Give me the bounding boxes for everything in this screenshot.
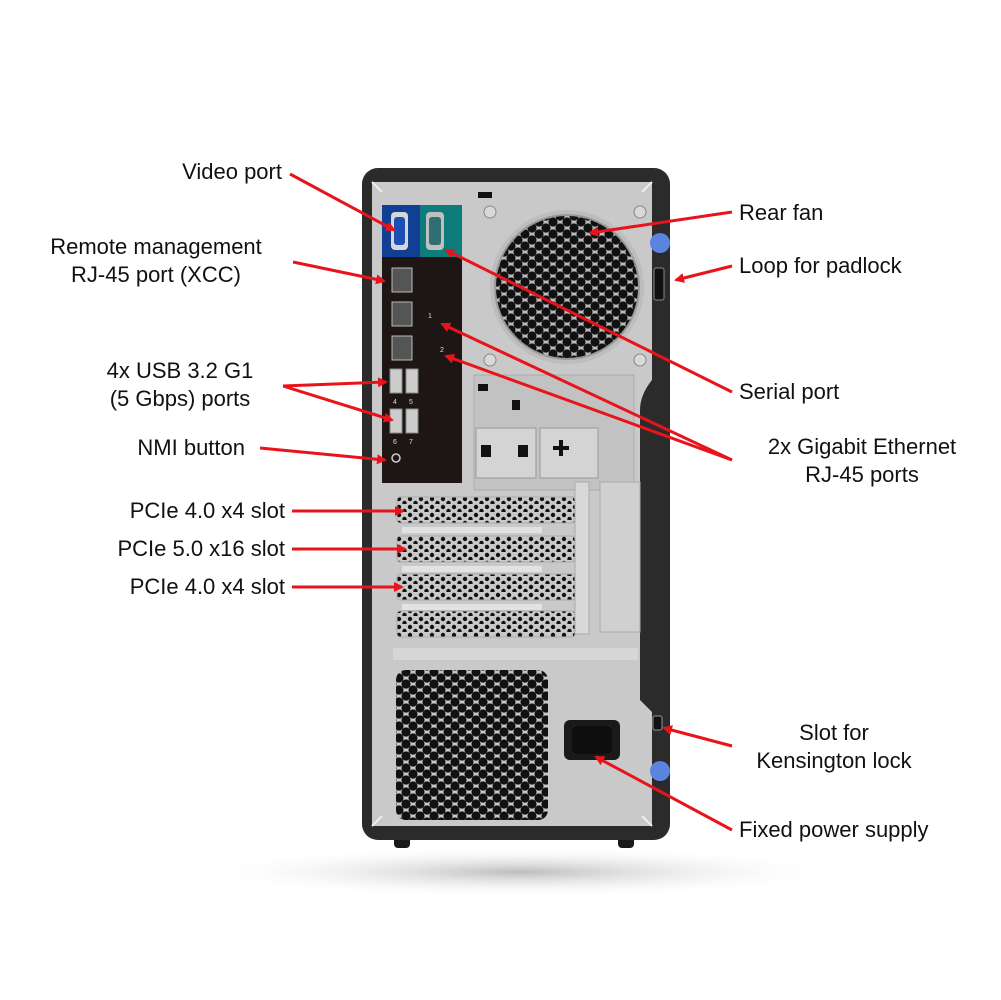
label-nmi-button: NMI button [137,435,245,460]
pcie-slot-3[interactable] [396,573,576,601]
usb-port-6[interactable] [389,408,403,434]
arrow-rear-fan [588,210,733,237]
label-rear-fan: Rear fan [739,200,824,225]
power-supply [396,670,620,820]
xcc-rj45-port[interactable] [391,267,413,293]
io-panel: 4 5 6 7 1 2 [382,205,462,483]
ethernet-port-2[interactable] [391,335,413,361]
usb-number-7: 7 [409,439,413,446]
kensington-slot[interactable] [652,715,663,731]
label-kensington-line2: Kensington lock [756,748,912,773]
touchpoint-top [650,233,670,253]
arrow-xcc [292,260,386,285]
label-remote-management: Remote management RJ-45 port (XCC) [22,233,290,289]
label-padlock-loop: Loop for padlock [739,253,902,278]
touchpoint-bottom [650,761,670,781]
label-usb-line1: 4x USB 3.2 G1 [106,358,254,383]
eth-mark-2: 2 [440,347,444,354]
usb-number-5: 5 [409,399,413,406]
nmi-button[interactable] [391,453,401,463]
arrow-eth-1 [440,322,733,462]
callout-arrows [259,172,733,832]
pcie-slot-1[interactable] [396,496,576,524]
usb-port-7[interactable] [405,408,419,434]
label-kensington-line1: Slot for [799,720,869,745]
label-kensington-slot: Slot for Kensington lock [730,719,938,775]
label-ethernet-ports: 2x Gigabit Ethernet RJ-45 ports [740,433,984,489]
pcie-slot-2[interactable] [396,535,576,563]
arrow-usb-b [282,384,394,423]
label-serial-port: Serial port [739,379,840,404]
arrow-nmi [259,446,387,465]
usb-number-6: 6 [393,439,397,446]
floor-shadow [190,846,850,898]
label-pcie-slot-3: PCIe 4.0 x4 slot [129,574,285,599]
rear-fan [483,205,647,367]
label-remote-management-line1: Remote management [50,234,262,259]
ethernet-port-1[interactable] [391,301,413,327]
label-ethernet-line2: RJ-45 ports [805,462,919,487]
arrow-psu [594,755,733,832]
usb-port-4[interactable] [389,368,403,394]
usb-port-5[interactable] [405,368,419,394]
label-video-port: Video port [182,159,282,184]
arrow-serial [444,248,733,394]
label-power-supply: Fixed power supply [739,817,929,842]
arrow-eth-2 [444,354,733,462]
pcie-slots [396,481,641,638]
padlock-loop[interactable] [653,267,665,301]
label-usb-ports: 4x USB 3.2 G1 (5 Gbps) ports [80,357,280,413]
pcie-slot-4[interactable] [396,610,576,638]
arrow-padlock [674,264,733,283]
label-remote-management-line2: RJ-45 port (XCC) [71,262,241,287]
label-pcie-slot-2: PCIe 5.0 x16 slot [117,536,285,561]
usb-number-4: 4 [393,399,397,406]
eth-mark-1: 1 [428,313,432,320]
arrow-video [289,172,396,232]
label-usb-line2: (5 Gbps) ports [109,386,251,411]
arrow-kensington [662,725,733,748]
label-pcie-slot-1: PCIe 4.0 x4 slot [129,498,285,523]
label-ethernet-line1: 2x Gigabit Ethernet [767,434,957,459]
arrow-usb-a [282,377,388,388]
